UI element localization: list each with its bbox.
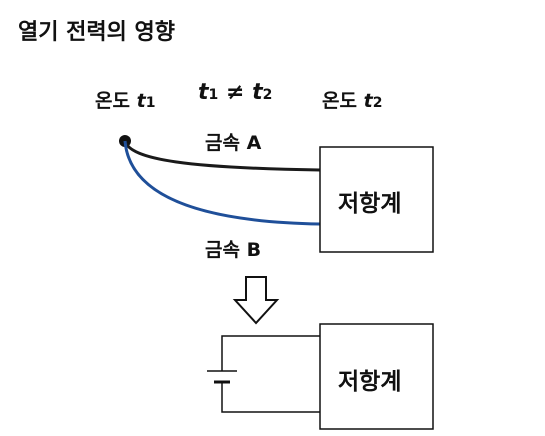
resistance-meter-top-label: 저항계 xyxy=(338,191,402,217)
resistance-meter-bottom-label: 저항계 xyxy=(338,369,402,395)
metal-a-wire xyxy=(123,140,321,172)
temperature-var: t xyxy=(363,90,373,112)
temperature-subscript: 1 xyxy=(145,95,156,111)
metal-b-label: 금속 B xyxy=(205,239,262,261)
metal-a-label: 금속 A xyxy=(205,132,262,154)
circuit-wire-bottom xyxy=(221,382,320,413)
temperature-prefix: 온도 xyxy=(322,90,357,112)
down-arrow-icon xyxy=(232,276,280,325)
temperature-t1-label: 온도 t1 xyxy=(95,86,155,113)
temperature-condition: t1 ≠ t2 xyxy=(198,80,272,105)
condition-sub-b: 2 xyxy=(262,87,273,103)
condition-var-b: t xyxy=(252,80,263,105)
resistance-meter-top-box xyxy=(319,146,434,253)
temperature-subscript: 2 xyxy=(372,95,383,111)
condition-sub-a: 1 xyxy=(208,87,219,103)
page-title: 열기 전력의 영향 xyxy=(18,20,175,45)
resistance-meter-bottom-box xyxy=(319,323,434,430)
condition-var-a: t xyxy=(198,80,209,105)
temperature-var: t xyxy=(136,90,146,112)
temperature-prefix: 온도 xyxy=(95,90,130,112)
not-equal-sign: ≠ xyxy=(225,80,245,105)
temperature-t2-label: 온도 t2 xyxy=(322,86,382,113)
circuit-wire-top xyxy=(221,335,320,371)
metal-b-wire xyxy=(123,140,321,226)
